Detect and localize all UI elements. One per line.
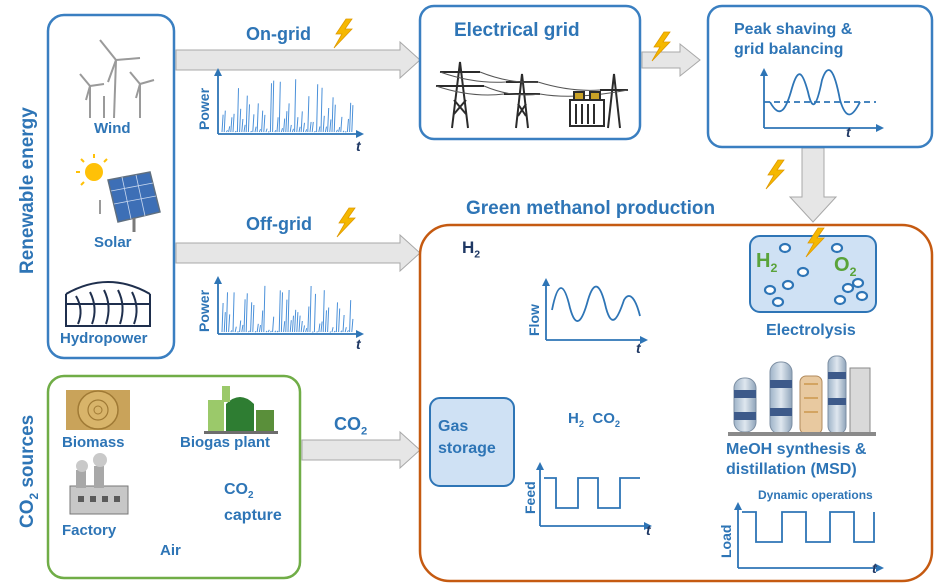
- time-axis-label: t: [872, 560, 877, 576]
- methanol-plant-icon: [728, 355, 876, 436]
- factory-label: Factory: [62, 522, 117, 539]
- wind-label: Wind: [94, 120, 131, 137]
- lightning-icon: [333, 18, 353, 49]
- co2-arrow-label: CO2: [334, 414, 368, 438]
- peak-to-production-arrow: [788, 147, 838, 223]
- load-axis-label: Load: [718, 524, 734, 558]
- lightning-icon: [336, 207, 356, 238]
- hay-bale-icon: [66, 390, 130, 430]
- co2-sources-label: CO2 sources: [17, 414, 41, 528]
- electrolysis-bubbles: [763, 242, 869, 308]
- power-plot-on-grid: [214, 68, 364, 138]
- lightning-icon: [651, 31, 671, 62]
- time-axis-label: t: [356, 138, 361, 154]
- dynamic-operations-label: Dynamic operations: [758, 488, 873, 502]
- green-methanol-title: Green methanol production: [466, 198, 716, 219]
- grid-to-peak-arrow: [641, 42, 701, 78]
- time-axis-label: t: [846, 124, 851, 140]
- h2-electrolysis-label: H2: [756, 250, 778, 275]
- time-axis-label: t: [636, 340, 641, 356]
- power-axis-label: Power: [196, 87, 212, 130]
- solar-panel-icon: [76, 154, 161, 232]
- flow-plot: [542, 278, 648, 344]
- pylon-icon: [436, 61, 484, 129]
- off-grid-label: Off-grid: [246, 214, 312, 234]
- time-axis-label: t: [356, 336, 361, 352]
- factory-icon: [69, 453, 129, 515]
- renewable-energy-label: Renewable energy: [17, 107, 38, 274]
- electrical-grid-title: Electrical grid: [454, 20, 580, 41]
- co2-capture-label: CO2 capture: [224, 481, 282, 525]
- feed-plot: [536, 462, 652, 530]
- solar-label: Solar: [94, 234, 132, 251]
- lightning-icon: [805, 227, 825, 258]
- feed-gases-label: H2 CO2: [568, 410, 621, 429]
- biogas-plant-icon: [204, 386, 278, 434]
- green-methanol-box: [418, 223, 934, 583]
- peak-shaving-plot: [760, 68, 884, 132]
- biomass-label: Biomass: [62, 434, 125, 451]
- power-axis-label: Power: [196, 289, 212, 332]
- h2-return-label: H2: [462, 238, 481, 261]
- air-label: Air: [160, 542, 181, 559]
- gas-storage-box: [429, 397, 515, 487]
- hydropower-label: Hydropower: [60, 330, 148, 347]
- o2-electrolysis-label: O2: [834, 254, 857, 279]
- biogas-plant-label: Biogas plant: [180, 434, 271, 451]
- off-grid-arrow: [175, 233, 421, 273]
- power-plot-off-grid: [214, 276, 364, 338]
- msd-title: MeOH synthesis &distillation (MSD): [726, 441, 867, 478]
- on-grid-arrow: [175, 40, 421, 80]
- pylon-icon: [600, 73, 628, 129]
- electrolysis-label: Electrolysis: [766, 322, 856, 339]
- time-axis-label: t: [646, 522, 651, 538]
- transformer-icon: [569, 91, 605, 127]
- co2-arrow: [301, 430, 421, 470]
- on-grid-label: On-grid: [246, 24, 311, 44]
- feed-axis-label: Feed: [522, 481, 538, 514]
- wind-turbine-icon: [79, 39, 155, 119]
- peak-shaving-title: Peak shaving &grid balancing: [734, 21, 853, 58]
- hydropower-icon: [65, 281, 151, 327]
- flow-axis-label: Flow: [526, 304, 542, 336]
- load-plot: [734, 502, 884, 572]
- lightning-icon: [765, 159, 785, 190]
